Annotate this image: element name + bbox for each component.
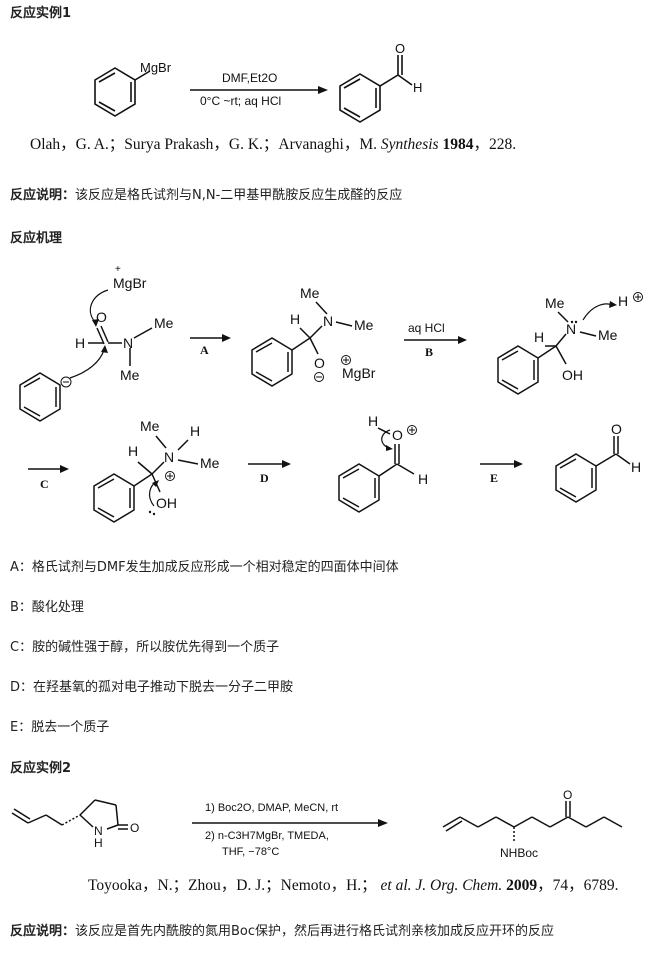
svg-text:H: H bbox=[368, 413, 378, 429]
benzaldehyde bbox=[339, 55, 413, 123]
svg-text:Me: Me bbox=[598, 327, 618, 343]
svg-text:Me: Me bbox=[545, 295, 565, 311]
svg-text:aq HCl: aq HCl bbox=[408, 321, 445, 335]
arrow-head bbox=[318, 86, 328, 94]
phenyl-anion bbox=[19, 372, 61, 422]
svg-text:H: H bbox=[534, 329, 544, 345]
svg-text:Me: Me bbox=[154, 315, 174, 331]
svg-text:O: O bbox=[611, 421, 622, 437]
example1-reference: Olah，G. A.；Surya Prakash，G. K.；Arvanaghi… bbox=[30, 136, 517, 153]
svg-text:OH: OH bbox=[562, 367, 583, 383]
conditions-bottom: 0°C ~rt; aq HCl bbox=[200, 94, 281, 108]
svg-text:E: E bbox=[490, 471, 498, 485]
svg-text:D: D bbox=[260, 471, 269, 485]
svg-text:B: B bbox=[425, 345, 433, 359]
product-o: O bbox=[395, 41, 405, 56]
explanation-a: A：格氏试剂与DMF发生加成反应形成一个相对稳定的四面体中间体 bbox=[10, 560, 399, 575]
svg-text:Me: Me bbox=[300, 285, 320, 301]
svg-text:H: H bbox=[631, 459, 641, 475]
svg-text:Me: Me bbox=[120, 367, 140, 383]
svg-text:O: O bbox=[563, 788, 572, 802]
svg-text:N: N bbox=[94, 824, 103, 838]
svg-text:+: + bbox=[115, 264, 121, 275]
svg-text:N: N bbox=[123, 335, 133, 351]
svg-text:NHBoc: NHBoc bbox=[500, 846, 538, 860]
svg-text:A: A bbox=[200, 343, 209, 357]
svg-text:H: H bbox=[75, 335, 85, 351]
explanation-e: E：脱去一个质子 bbox=[10, 720, 110, 735]
mgbr-label: MgBr bbox=[140, 60, 172, 75]
svg-text:THF, −78°C: THF, −78°C bbox=[222, 846, 279, 858]
svg-text:H: H bbox=[94, 836, 103, 850]
svg-text:H: H bbox=[418, 471, 428, 487]
svg-text:O: O bbox=[392, 427, 403, 443]
svg-text:1) Boc2O, DMAP, MeCN, rt: 1) Boc2O, DMAP, MeCN, rt bbox=[205, 802, 338, 814]
svg-text:N: N bbox=[323, 313, 333, 329]
svg-text:H: H bbox=[190, 423, 200, 439]
product-h: H bbox=[413, 80, 422, 95]
svg-text:H: H bbox=[618, 293, 628, 309]
svg-text:O: O bbox=[96, 309, 107, 325]
conditions-top: DMF,Et2O bbox=[222, 71, 277, 85]
svg-text:Me: Me bbox=[354, 317, 374, 333]
svg-text:Me: Me bbox=[140, 418, 160, 434]
svg-text:Me: Me bbox=[200, 455, 220, 471]
svg-text:H: H bbox=[290, 311, 300, 327]
svg-text:O: O bbox=[314, 355, 325, 371]
example1-note: 反应说明：该反应是格氏试剂与N,N-二甲基甲酰胺反应生成醛的反应 bbox=[10, 188, 403, 203]
svg-text:MgBr: MgBr bbox=[342, 365, 376, 381]
explanation-c: C：胺的碱性强于醇，所以胺优先得到一个质子 bbox=[10, 640, 280, 655]
explanation-b: B：酸化处理 bbox=[10, 600, 84, 615]
example2-note: 反应说明：该反应是首先内酰胺的氮用Boc保护，然后再进行格氏试剂亲核加成反应开环… bbox=[10, 924, 555, 939]
example1-scheme: MgBr DMF,Et2O 0°C ~rt; aq HCl O H bbox=[94, 41, 422, 123]
example2-scheme: N H O 1) Boc2O, DMAP, MeCN, rt 2) n-C3H7… bbox=[11, 788, 623, 860]
example2-heading: 反应实例2 bbox=[10, 761, 72, 776]
svg-text:O: O bbox=[130, 821, 139, 835]
svg-text:H: H bbox=[128, 443, 138, 459]
svg-text:C: C bbox=[40, 477, 49, 491]
example2-reference: Toyooka，N.；Zhou，D. J.；Nemoto，H.； et al. … bbox=[88, 877, 619, 894]
svg-text:OH: OH bbox=[156, 495, 177, 511]
mechanism-scheme: + MgBr O H N Me Me A Me N Me H bbox=[19, 264, 643, 523]
mgbr-cation: MgBr bbox=[113, 275, 147, 291]
phenyl-ring bbox=[94, 67, 151, 117]
svg-text:N: N bbox=[566, 321, 576, 337]
explanation-d: D：在羟基氧的孤对电子推动下脱去一分子二甲胺 bbox=[10, 680, 294, 695]
mechanism-heading: 反应机理 bbox=[10, 231, 63, 246]
svg-text:2) n-C3H7MgBr, TMEDA,: 2) n-C3H7MgBr, TMEDA, bbox=[205, 830, 329, 842]
example1-heading: 反应实例1 bbox=[10, 6, 72, 21]
svg-text:N: N bbox=[164, 449, 174, 465]
